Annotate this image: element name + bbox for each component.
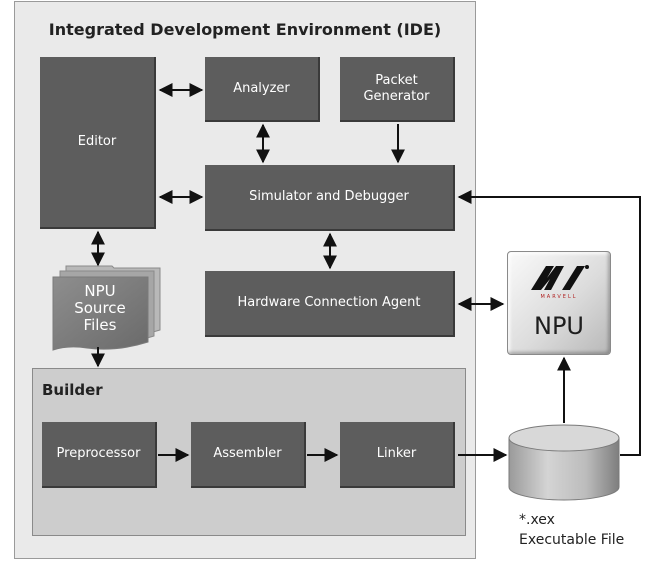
executable-extension: *.xex: [519, 512, 555, 528]
simulator-debugger-box: Simulator and Debugger: [205, 165, 455, 231]
packet-generator-label-line2: Generator: [363, 88, 430, 104]
source-files-line2: Source: [74, 299, 126, 317]
executable-file-cylinder: [508, 424, 620, 501]
arrow-executable-simulator: [457, 190, 641, 456]
executable-file-label: *.xex Executable File: [519, 510, 624, 550]
npu-source-files-icon: [52, 265, 161, 351]
linker-box: Linker: [340, 422, 455, 488]
npu-label: NPU: [534, 312, 584, 340]
analyzer-label: Analyzer: [233, 80, 290, 96]
npu-source-files-label: NPU Source Files: [52, 283, 148, 334]
analyzer-box: Analyzer: [205, 57, 320, 122]
assembler-box: Assembler: [191, 422, 306, 488]
source-files-line3: Files: [83, 316, 117, 334]
marvell-brand-text: MARVELL: [540, 294, 578, 300]
hardware-connection-agent-label: Hardware Connection Agent: [237, 295, 421, 310]
linker-label: Linker: [376, 446, 417, 461]
source-files-line1: NPU: [84, 282, 116, 300]
preprocessor-label: Preprocessor: [56, 446, 141, 461]
editor-label: Editor: [77, 134, 117, 149]
preprocessor-box: Preprocessor: [42, 422, 157, 488]
simulator-debugger-label: Simulator and Debugger: [249, 189, 409, 204]
packet-generator-label-line1: Packet: [375, 72, 418, 88]
marvell-logo-icon: [531, 265, 589, 290]
assembler-label: Assembler: [213, 446, 282, 461]
editor-box: Editor: [40, 57, 156, 229]
packet-generator-box: Packet Generator: [340, 57, 455, 122]
hardware-connection-agent-box: Hardware Connection Agent: [205, 271, 455, 337]
ide-title: Integrated Development Environment (IDE): [48, 20, 442, 39]
builder-title: Builder: [42, 381, 103, 399]
executable-description: Executable File: [519, 532, 625, 548]
